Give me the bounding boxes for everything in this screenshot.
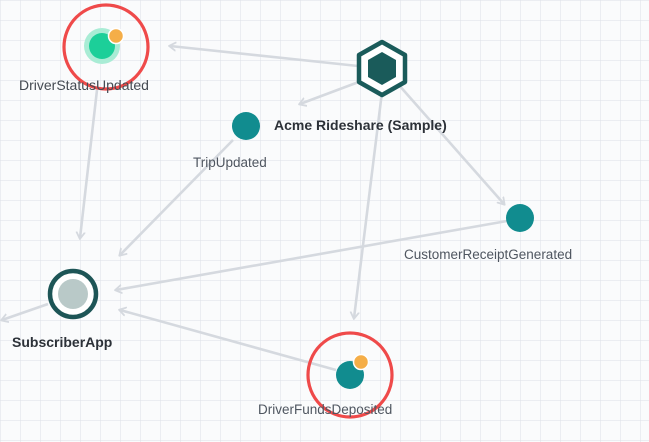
edges (2, 46, 508, 372)
edge-tripupdated-to-subscriber (120, 139, 234, 255)
node-label: TripUpdated (193, 155, 267, 170)
edge-acme-to-driverstatus (170, 46, 359, 68)
edge-acme-to-driverfunds (354, 91, 384, 318)
event-icon (506, 204, 534, 232)
node-trip-updated[interactable]: TripUpdated (193, 112, 267, 170)
edge-driverstatus-to-subscriber (80, 89, 99, 238)
node-label: SubscriberApp (12, 334, 112, 350)
node-customer-receipt-generated[interactable]: CustomerReceiptGenerated (404, 204, 572, 262)
node-label: DriverStatusUpdated (19, 77, 149, 93)
event-icon (232, 112, 260, 140)
edge-subscriber-offscreen (2, 302, 49, 320)
node-label: Acme Rideshare (Sample) (274, 117, 447, 133)
edge-acme-to-customerreceipt (397, 83, 504, 204)
highlight-ring (306, 331, 394, 419)
highlight-ring (62, 3, 150, 91)
node-driver-funds-deposited[interactable]: DriverFundsDeposited (258, 331, 394, 419)
edge-driverfunds-to-subscriber (120, 310, 337, 372)
node-label: DriverFundsDeposited (258, 402, 392, 417)
node-driver-status-updated[interactable]: DriverStatusUpdated (19, 3, 150, 93)
node-subscriber-app[interactable]: SubscriberApp (12, 268, 112, 350)
edge-acme-to-tripupdated (300, 78, 365, 104)
event-icon (89, 33, 115, 59)
node-label: CustomerReceiptGenerated (404, 247, 572, 262)
edge-customerreceipt-to-subscriber (116, 219, 508, 290)
badge-icon (107, 27, 125, 45)
application-icon-core (58, 279, 88, 309)
badge-icon (352, 353, 370, 371)
node-acme-rideshare[interactable]: Acme Rideshare (Sample) (274, 39, 447, 133)
hexagon-app-icon-core (368, 52, 396, 85)
